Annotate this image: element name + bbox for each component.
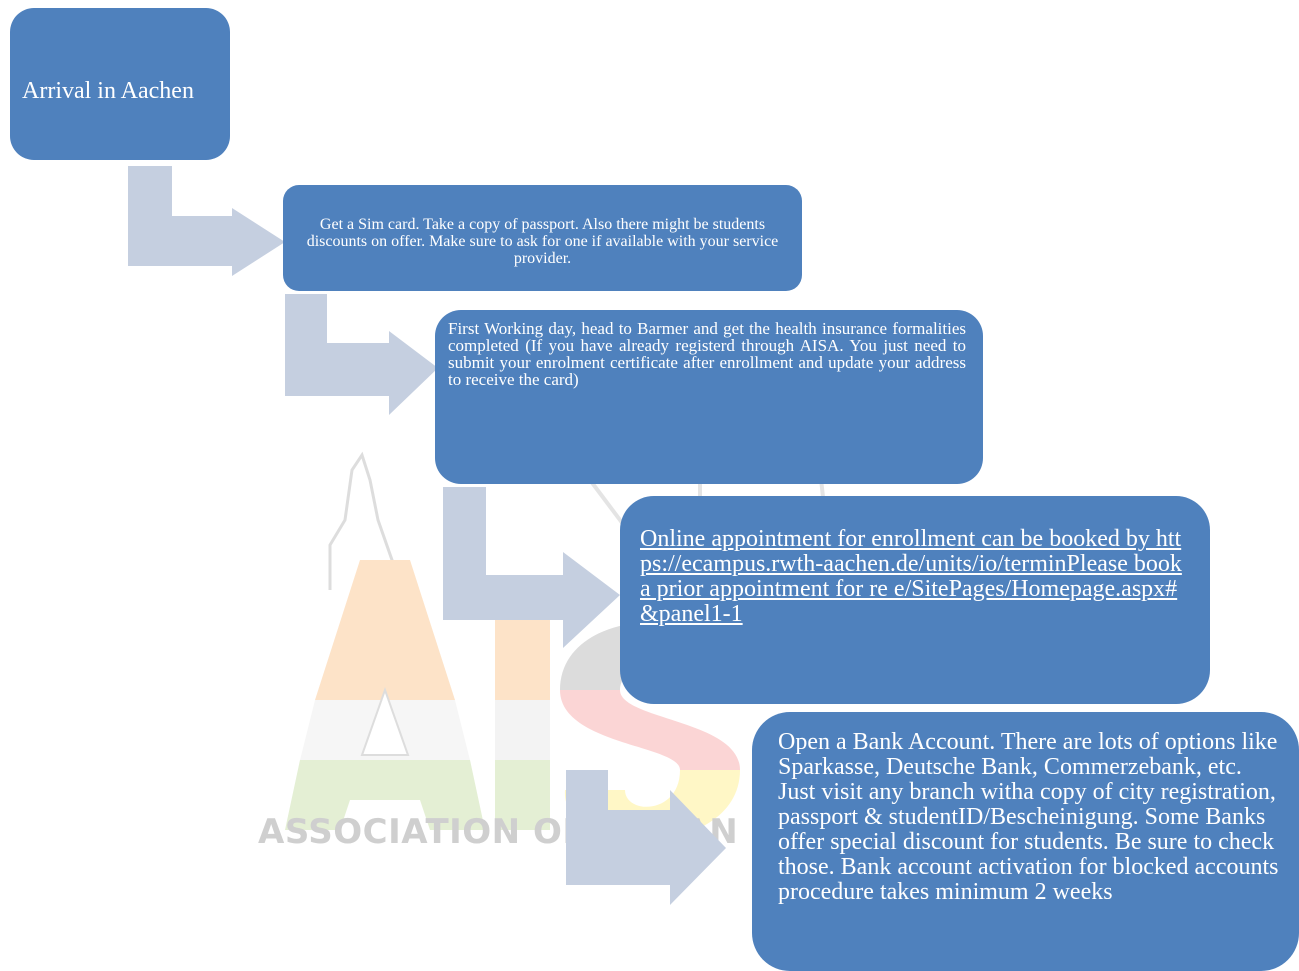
enrollment-appointment-link[interactable]: Online appointment for enrollment can be… (640, 526, 1182, 627)
step-arrival-text: Arrival in Aachen (22, 78, 194, 104)
bent-arrow-3 (443, 487, 620, 648)
step-health-insurance-text: First Working day, head to Barmer and ge… (448, 319, 966, 389)
letter-i-bottom (495, 760, 550, 830)
bent-arrow-1 (128, 166, 285, 276)
step-enrollment-box: Online appointment for enrollment can be… (620, 496, 1210, 704)
letter-a-bottom (285, 760, 485, 830)
letter-i-middle (495, 700, 550, 760)
letter-s-middle (560, 690, 740, 770)
step-bank-account-box: Open a Bank Account. There are lots of o… (752, 712, 1299, 971)
letter-a-top (315, 560, 455, 700)
step-health-insurance-box: First Working day, head to Barmer and ge… (435, 310, 983, 484)
step-sim-card-text: Get a Sim card. Take a copy of passport.… (306, 216, 779, 267)
bent-arrow-2 (285, 294, 438, 415)
step-sim-card-box: Get a Sim card. Take a copy of passport.… (283, 185, 802, 291)
step-bank-account-text: Open a Bank Account. There are lots of o… (778, 729, 1279, 905)
letter-a-hole (360, 687, 410, 756)
bent-arrow-4 (566, 770, 726, 905)
cathedral-outline (328, 451, 402, 591)
step-arrival-box: Arrival in Aachen (10, 8, 230, 160)
